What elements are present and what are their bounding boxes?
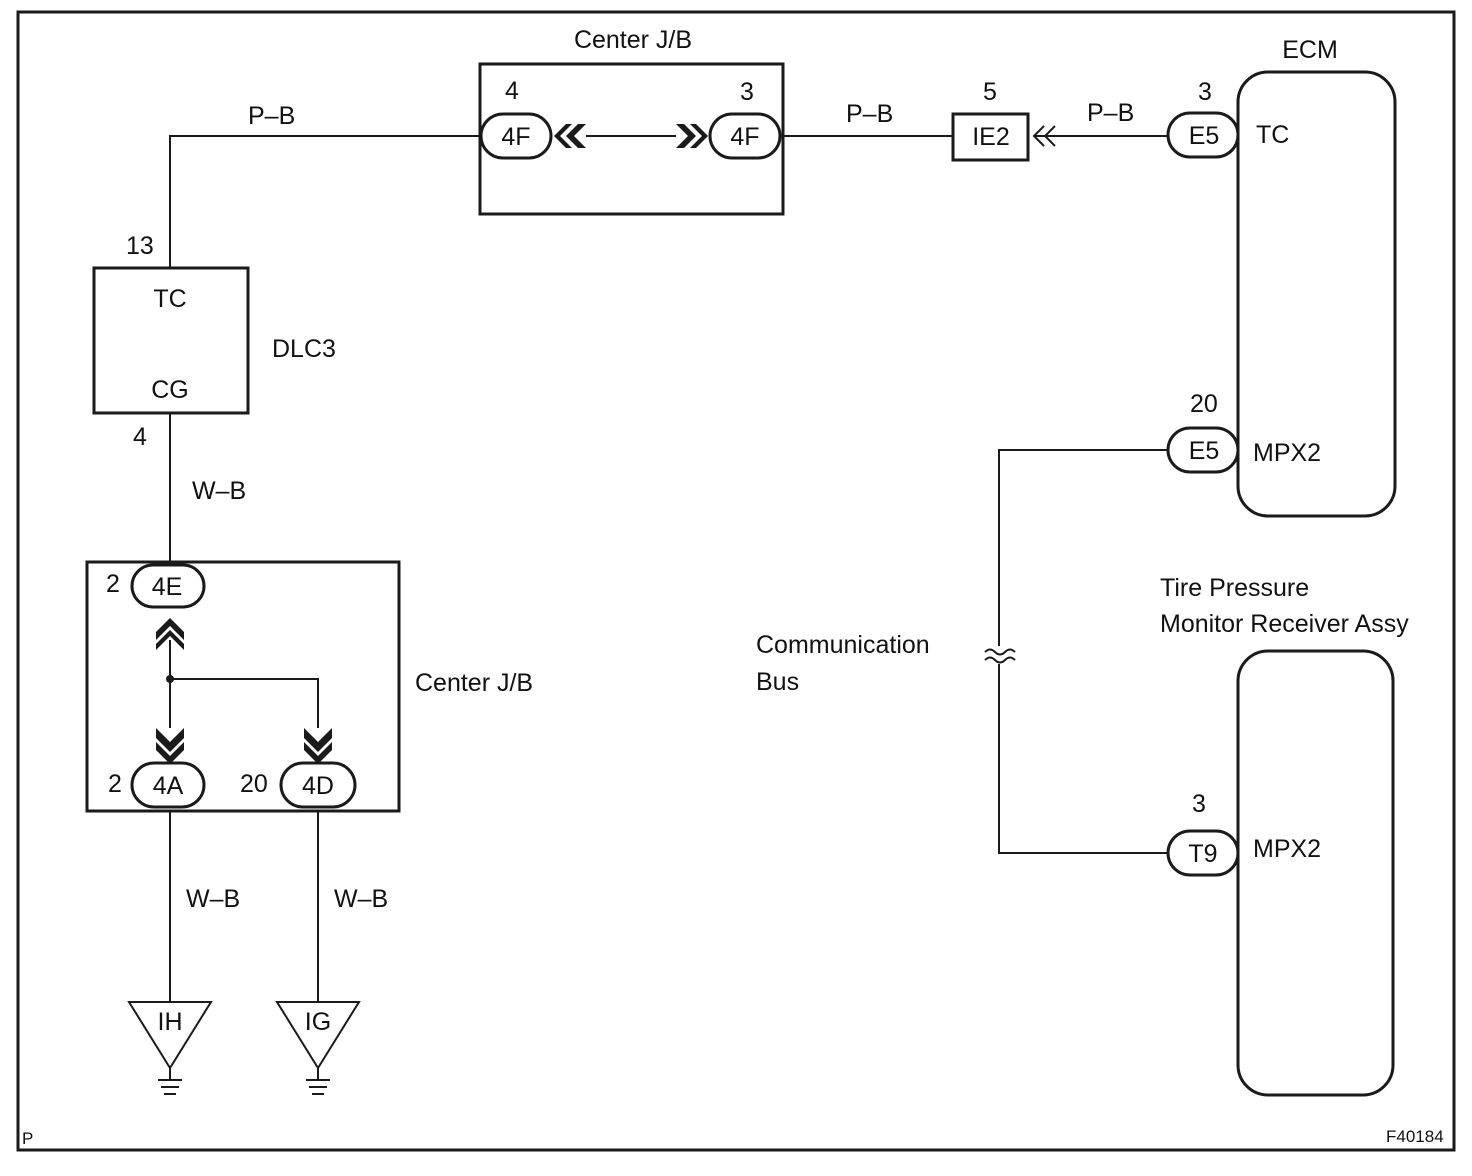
connector-4d-label: 4D [302,772,334,800]
center-jb-top-left-pin: 4 [505,77,519,105]
tpms-receiver-box [1236,649,1395,1097]
connector-e5-mpx: E5 [1166,426,1240,474]
communication-bus-label-1: Communication [756,631,930,659]
center-jb-bottom-label: Center J/B [415,669,533,697]
communication-bus-label-2: Bus [756,668,799,696]
splice-point [166,675,174,683]
junction-ie2: IE2 5 [951,78,1056,162]
bus-break-icon [984,648,1016,656]
connector-4e-label: 4E [152,573,183,601]
figure-id: F40184 [1386,1127,1444,1146]
dlc3-top-pin: 13 [126,232,154,260]
connector-e5-tc: E5 [1166,111,1240,159]
tpms-receiver: Tire Pressure Monitor Receiver Assy 3 T9… [1160,574,1409,1097]
ecm-box [1236,70,1397,518]
junction-ie2-pin: 5 [983,78,997,106]
ground-ig-label: IG [305,1008,331,1036]
ecm-tc-pin: 3 [1198,78,1212,106]
wire-color-dlc3-to-jb-bottom: W–B [192,477,246,505]
ground-ih: IH [127,1001,213,1095]
center-jb-bottom-box [85,560,401,813]
chevron-right-icon [676,124,696,148]
ground-triangle-icon-2 [275,1001,361,1070]
wire-dlc3-to-jb [169,135,481,268]
tpms-receiver-label-1: Tire Pressure [1160,574,1309,602]
junction-ie2-box [951,112,1030,162]
ecm-tc-terminal: TC [1256,121,1289,149]
ground-triangle-icon [127,1001,213,1070]
dlc3-bottom-terminal: CG [151,376,189,404]
ground-ig: IG [275,1001,361,1095]
bus-wire [998,449,1168,854]
center-jb-bottom-right-pin: 20 [240,770,268,798]
chevron-down-icon-2 [156,742,184,764]
dlc3: DLC3 13 TC CG 4 [92,232,336,451]
dlc3-top-terminal: TC [153,285,186,313]
jb-bottom-internal-branch [170,678,319,728]
center-jb-bottom-top-pin: 2 [106,570,120,598]
dlc3-bottom-pin: 4 [133,423,147,451]
chevron-down-icon-3 [304,728,332,752]
chevron-down-icon [156,728,184,752]
chevron-up-icon-2 [156,630,184,650]
ecm: ECM 3 E5 TC 20 E5 MPX2 [1166,36,1397,518]
connector-4a: 4A [130,761,206,809]
wire-color-jb-to-ie2: P–B [846,100,893,128]
ecm-mpx-pin: 20 [1190,390,1218,418]
wire-color-ground-right: W–B [334,885,388,913]
center-jb-top: Center J/B 4 3 4F 4F [478,26,785,216]
corner-mark: P [22,1129,33,1148]
connector-t9: T9 [1166,829,1240,877]
connector-4f-right-label: 4F [730,123,759,151]
dlc3-label: DLC3 [272,335,336,363]
center-jb-bottom-left-pin: 2 [108,770,122,798]
wire-color-dlc3-to-jb: P–B [248,102,295,130]
chevron-right-icon-2 [690,124,708,148]
connector-4f-right: 4F [708,112,782,160]
ecm-mpx-terminal: MPX2 [1253,439,1321,467]
connector-4d: 4D [279,761,357,809]
chevron-left-icon [554,124,572,148]
connector-4a-label: 4A [153,772,184,800]
communication-bus: Communication Bus [756,449,1168,854]
center-jb-top-label: Center J/B [574,26,692,54]
connector-4f-left-label: 4F [501,123,530,151]
center-jb-bottom: Center J/B 2 4E 2 4A 20 4D [85,560,533,813]
connector-e5-mpx-label: E5 [1189,437,1220,465]
tpms-receiver-label-2: Monitor Receiver Assy [1160,610,1409,638]
wire-color-ie2-to-ecm: P–B [1087,99,1134,127]
connector-t9-label: T9 [1188,840,1217,868]
tpms-receiver-terminal: MPX2 [1253,835,1321,863]
connector-e5-tc-label: E5 [1189,122,1220,150]
wire-color-ground-left: W–B [186,885,240,913]
connector-4e: 4E [130,563,206,609]
chevron-left-icon-2 [566,124,586,148]
tpms-receiver-pin: 3 [1192,790,1206,818]
diagram-frame [16,10,1456,1152]
junction-ie2-label: IE2 [972,123,1010,151]
chevron-up-icon [156,618,184,640]
chevron-down-icon-4 [304,742,332,764]
connector-4f-left: 4F [479,112,553,160]
ground-ih-label: IH [158,1008,183,1036]
center-jb-top-right-pin: 3 [740,78,754,106]
ecm-label: ECM [1282,36,1338,64]
